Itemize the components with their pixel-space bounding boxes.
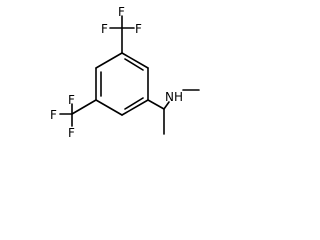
- amine-nh-label: NH: [165, 90, 183, 104]
- ring-bond-bottom-left: [95, 99, 123, 116]
- chain-ring-to-ch-bond: [147, 99, 165, 110]
- top-cf3-f-right: F: [135, 22, 142, 36]
- left-cf3-group: F F F: [50, 93, 97, 140]
- ring-bond-bottom-right: [121, 99, 149, 116]
- left-cf3-f-left: F: [50, 108, 57, 122]
- left-cf3-f-down: F: [68, 126, 75, 140]
- chain-ch-to-n-bond: [163, 101, 170, 110]
- ring-bond-top-left: [95, 52, 123, 69]
- molecule-svg: F F F F F F NH: [50, 5, 200, 140]
- benzene-ring: [95, 52, 149, 116]
- amine-side-chain: NH: [147, 89, 200, 135]
- top-cf3-group: F F F: [101, 5, 142, 54]
- ring-bond-top-right: [121, 52, 149, 69]
- top-cf3-f-up: F: [118, 5, 125, 19]
- top-cf3-f-left: F: [101, 22, 108, 36]
- ring-double-bond-bottom: [124, 97, 144, 110]
- left-cf3-ring-bond: [71, 99, 97, 115]
- structure-diagram: F F F F F F NH: [0, 0, 211, 159]
- left-cf3-f-up: F: [68, 93, 75, 107]
- ring-double-bond-top: [124, 58, 144, 71]
